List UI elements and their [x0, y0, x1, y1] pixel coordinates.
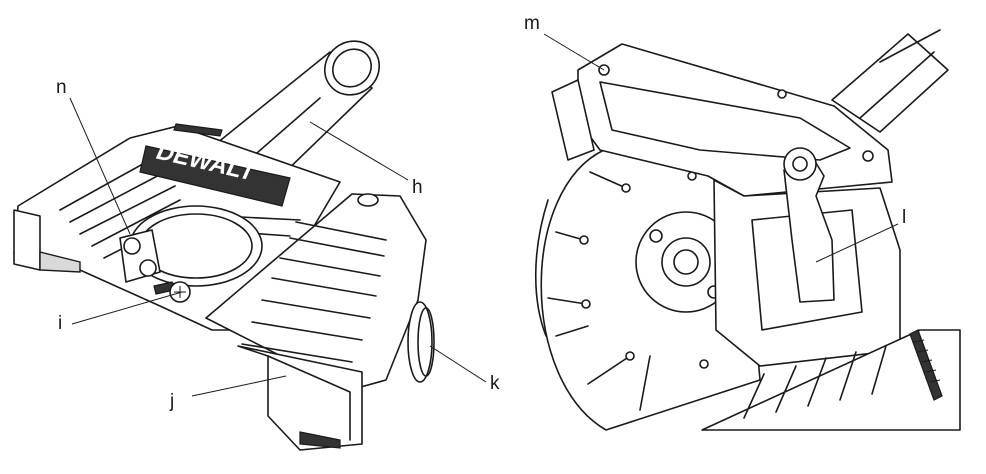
tool-handle: [831, 29, 949, 133]
side-plate: [205, 193, 427, 391]
lower-bracket: [237, 345, 363, 451]
clamp-screw: [153, 281, 191, 303]
base-plate: [701, 329, 961, 431]
callout-j: j: [170, 391, 175, 412]
callout-m: m: [524, 13, 540, 34]
guard-body: [713, 147, 901, 367]
callout-i: i: [58, 313, 63, 334]
clamp-collar: [119, 205, 263, 287]
guard-assembly-right: [534, 29, 961, 431]
guard-assembly-left: DEWALT: [13, 40, 435, 451]
callout-k: k: [490, 373, 500, 394]
leader-lines-right: [543, 33, 899, 263]
callout-n: n: [56, 77, 67, 98]
side-knob: [407, 301, 435, 383]
leader-lines-left: [69, 97, 487, 397]
callout-h: h: [412, 177, 423, 198]
cutting-blade: [534, 149, 761, 431]
callout-l: l: [902, 207, 907, 228]
